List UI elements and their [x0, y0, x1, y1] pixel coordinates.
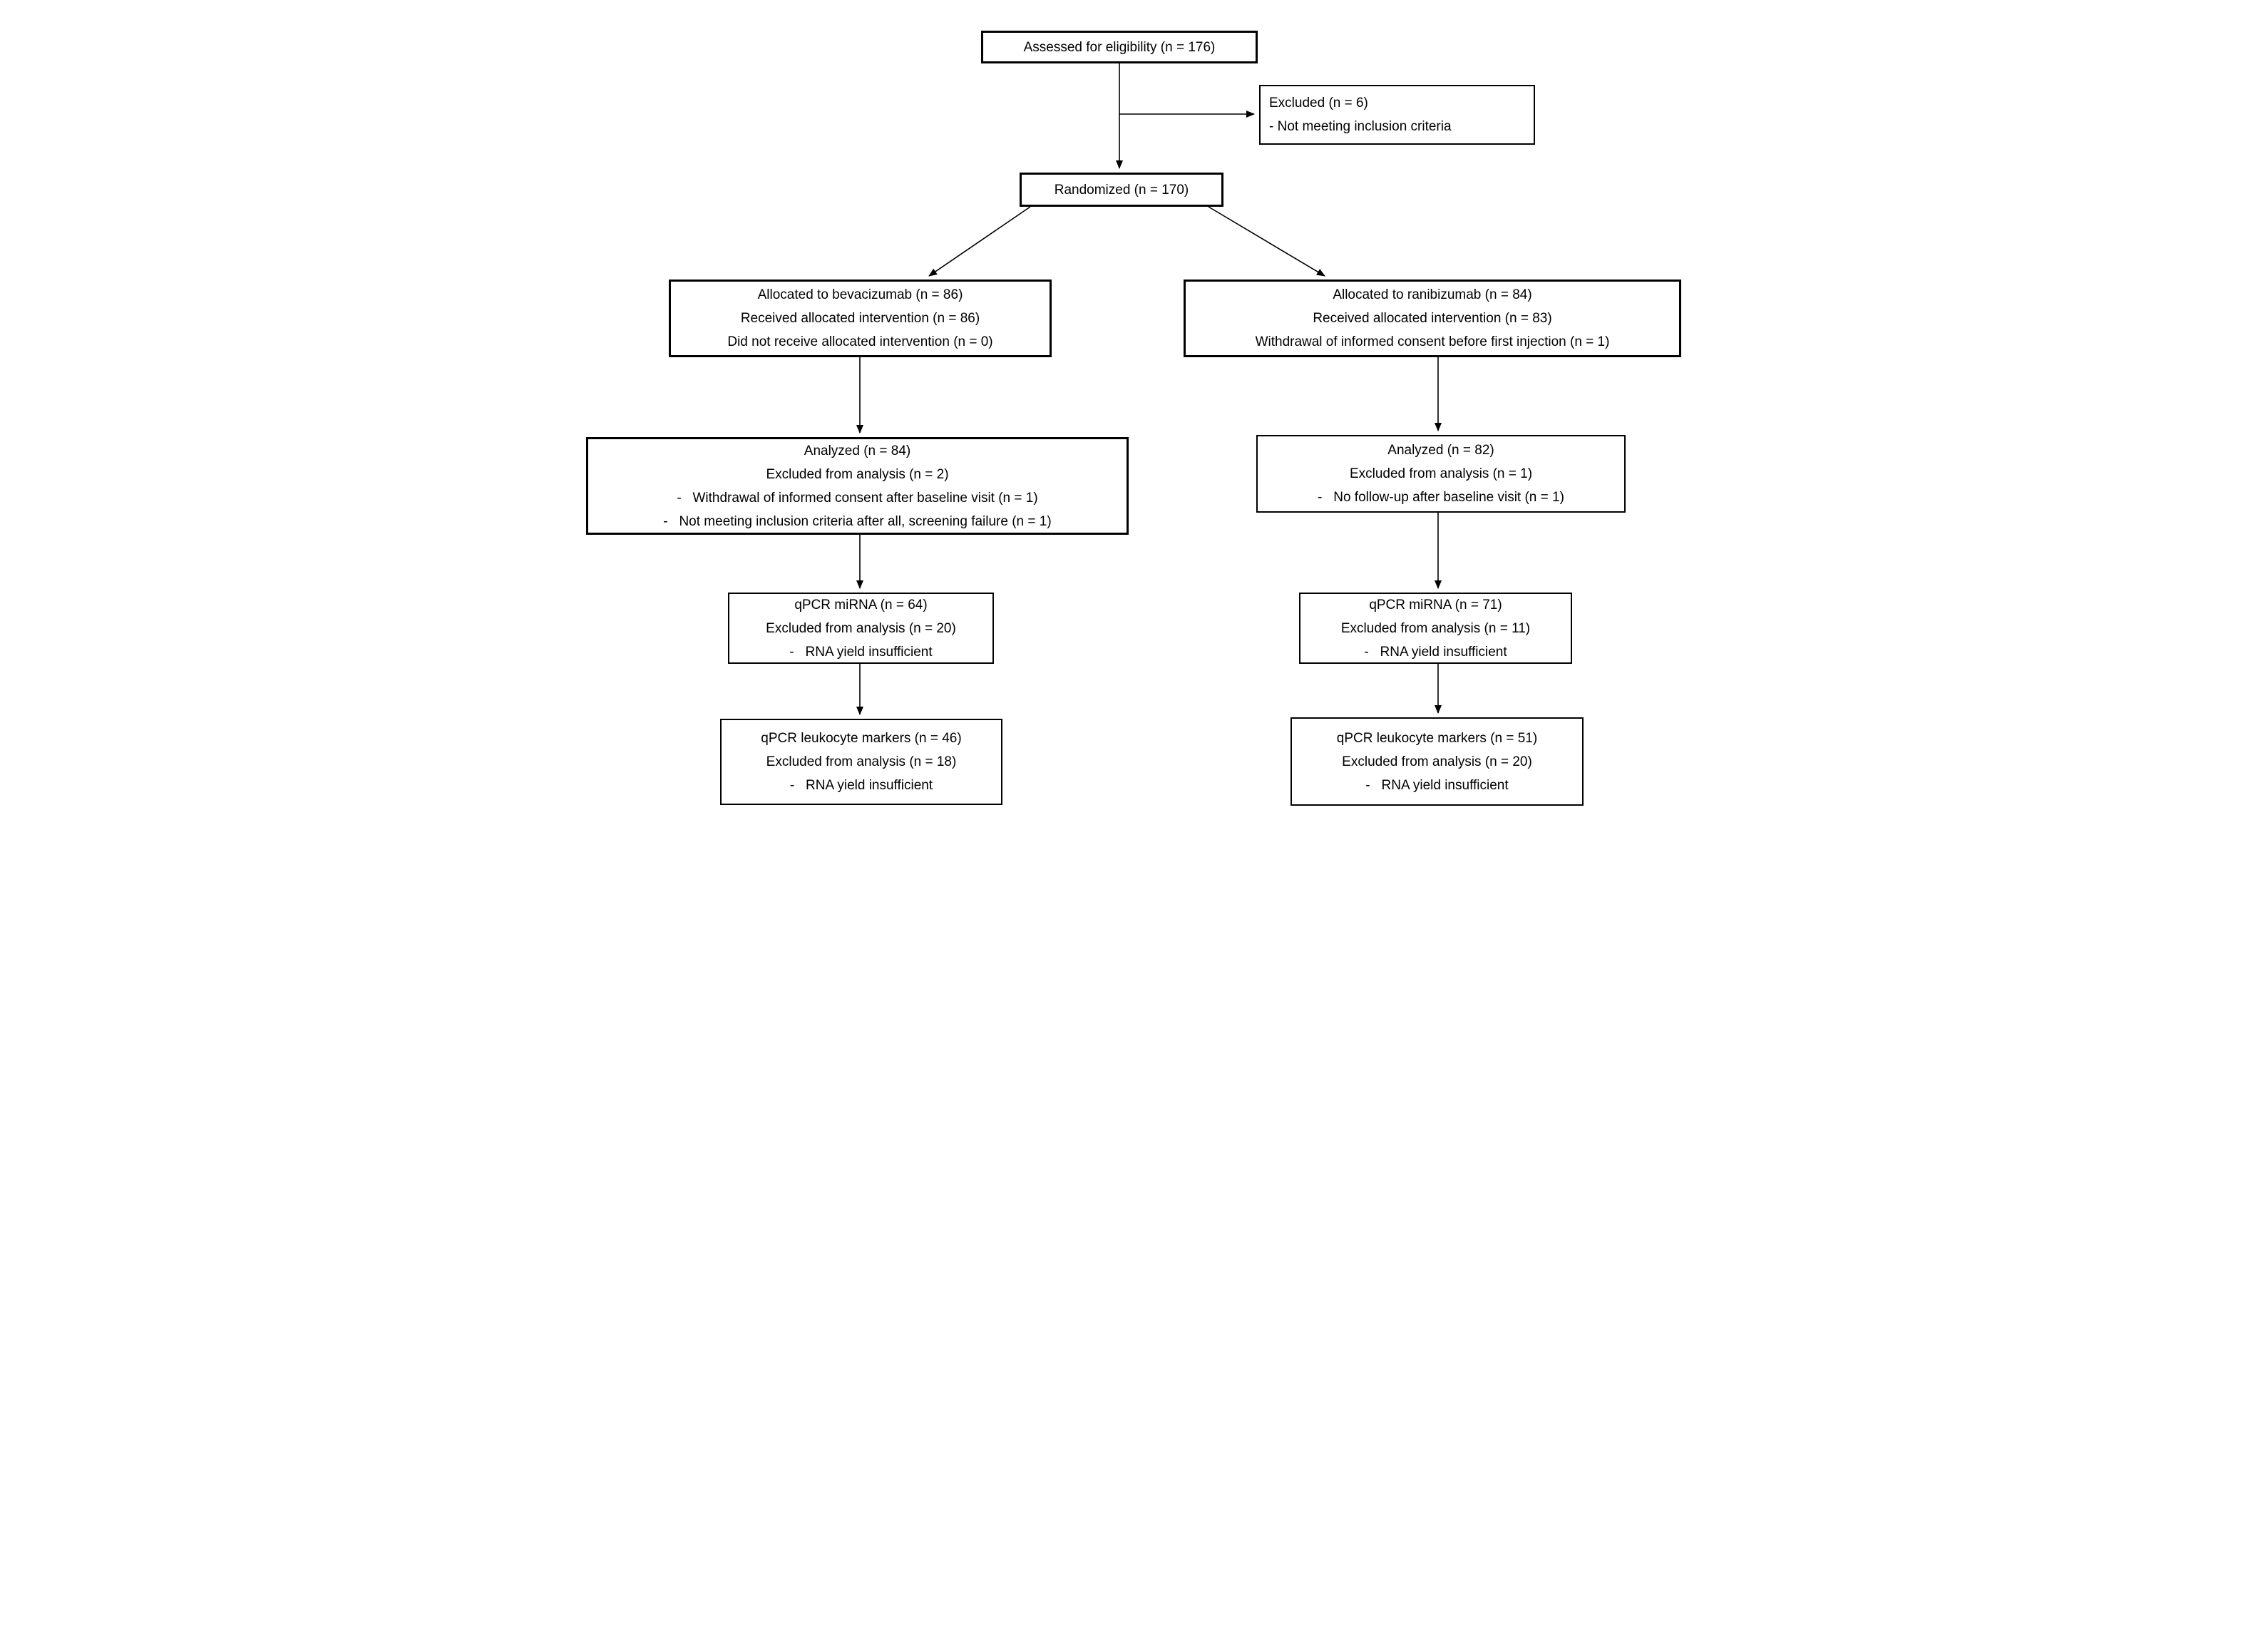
box-excluded: Excluded (n = 6) - Not meeting inclusion…: [1259, 85, 1535, 145]
box-line: Analyzed (n = 84): [804, 443, 911, 458]
box-line: - Not meeting inclusion criteria after a…: [663, 513, 1052, 529]
box-line: - No follow-up after baseline visit (n =…: [1318, 490, 1564, 505]
box-line: Received allocated intervention (n = 86): [740, 311, 980, 326]
box-analyzed-ranibizumab: Analyzed (n = 82) Excluded from analysis…: [1256, 435, 1626, 513]
box-line: - RNA yield insufficient: [1364, 644, 1507, 660]
box-line: Excluded from analysis (n = 18): [766, 754, 957, 769]
box-qpcr-mirna-ranibizumab: qPCR miRNA (n = 71) Excluded from analys…: [1299, 593, 1572, 664]
box-line: Withdrawal of informed consent before fi…: [1255, 334, 1610, 349]
box-line: Excluded (n = 6): [1269, 96, 1368, 111]
box-line: - RNA yield insufficient: [789, 778, 933, 793]
box-line: Excluded from analysis (n = 20): [766, 620, 956, 636]
box-qpcr-mirna-bevacizumab: qPCR miRNA (n = 64) Excluded from analys…: [728, 593, 994, 664]
box-line: - Withdrawal of informed consent after b…: [677, 490, 1038, 506]
box-line: Excluded from analysis (n = 1): [1349, 466, 1533, 481]
box-line: Analyzed (n = 82): [1387, 443, 1494, 458]
box-line: Received allocated intervention (n = 83): [1313, 311, 1552, 326]
consort-flow-diagram: Assessed for eligibility (n = 176) Exclu…: [567, 0, 1701, 815]
box-randomized: Randomized (n = 170): [1020, 173, 1223, 207]
box-line: qPCR leukocyte markers (n = 46): [761, 731, 962, 746]
box-line: Allocated to ranibizumab (n = 84): [1333, 287, 1532, 302]
box-allocated-ranibizumab: Allocated to ranibizumab (n = 84) Receiv…: [1184, 280, 1681, 357]
box-line: qPCR leukocyte markers (n = 51): [1336, 730, 1538, 746]
box-line: Excluded from analysis (n = 2): [766, 466, 949, 482]
box-line: Assessed for eligibility (n = 176): [1023, 39, 1216, 55]
box-line: Randomized (n = 170): [1054, 182, 1189, 198]
box-line: qPCR miRNA (n = 64): [794, 597, 928, 612]
box-line: - RNA yield insufficient: [1365, 777, 1509, 793]
box-assessed-eligibility: Assessed for eligibility (n = 176): [981, 31, 1258, 63]
box-line: Excluded from analysis (n = 11): [1340, 620, 1531, 636]
box-qpcr-leukocyte-bevacizumab: qPCR leukocyte markers (n = 46) Excluded…: [720, 719, 1002, 805]
arrow-randomized-to-ranibizumab: [1208, 206, 1325, 277]
box-analyzed-bevacizumab: Analyzed (n = 84) Excluded from analysis…: [586, 437, 1129, 535]
box-line: Allocated to bevacizumab (n = 86): [757, 287, 963, 302]
box-qpcr-leukocyte-ranibizumab: qPCR leukocyte markers (n = 51) Excluded…: [1290, 717, 1584, 806]
arrow-randomized-to-bevacizumab: [928, 206, 1031, 277]
box-line: Did not receive allocated intervention (…: [727, 334, 993, 349]
box-line: - RNA yield insufficient: [789, 644, 933, 660]
box-line: - Not meeting inclusion criteria: [1269, 119, 1452, 134]
box-allocated-bevacizumab: Allocated to bevacizumab (n = 86) Receiv…: [669, 280, 1052, 357]
box-line: qPCR miRNA (n = 71): [1369, 597, 1502, 612]
box-line: Excluded from analysis (n = 20): [1342, 754, 1532, 769]
